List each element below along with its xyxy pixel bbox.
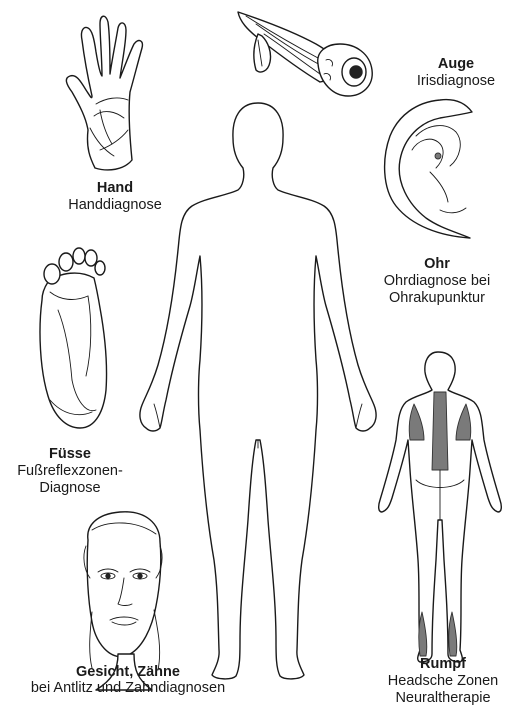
label-hand: Hand Handdiagnose [55,180,175,214]
label-auge: Auge Irisdiagnose [400,56,512,90]
label-auge-line: Irisdiagnose [400,73,512,90]
body-outline-icon [140,103,376,679]
label-fuesse-line-1: Fußreflexzonen- [4,463,136,480]
label-rumpf-line-1: Headsche Zonen [372,673,514,690]
label-fuesse-line-2: Diagnose [4,480,136,497]
label-rumpf-title: Rumpf [372,656,514,673]
torso-back-icon [379,352,502,662]
label-auge-title: Auge [400,56,512,73]
label-hand-title: Hand [55,180,175,197]
label-fuesse-title: Füsse [4,446,136,463]
label-ohr-line-1: Ohrdiagnose bei [362,273,512,290]
label-hand-line: Handdiagnose [55,197,175,214]
eye-icon [238,12,372,96]
label-rumpf-line-2: Neuraltherapie [372,690,514,707]
ear-icon [385,100,472,238]
label-gesicht-line: bei Antlitz und Zahndiagnosen [0,680,256,697]
label-gesicht: Gesicht, Zähne bei Antlitz und Zahndiagn… [0,664,256,697]
label-rumpf: Rumpf Headsche Zonen Neuraltherapie [372,656,514,707]
label-fuesse: Füsse Fußreflexzonen- Diagnose [4,446,136,497]
hand-icon [66,16,142,170]
label-gesicht-title: Gesicht, Zähne [0,664,256,681]
label-ohr-title: Ohr [362,256,512,273]
foot-icon [40,248,107,428]
label-ohr-line-2: Ohrakupunktur [362,290,512,307]
label-ohr: Ohr Ohrdiagnose bei Ohrakupunktur [362,256,512,307]
